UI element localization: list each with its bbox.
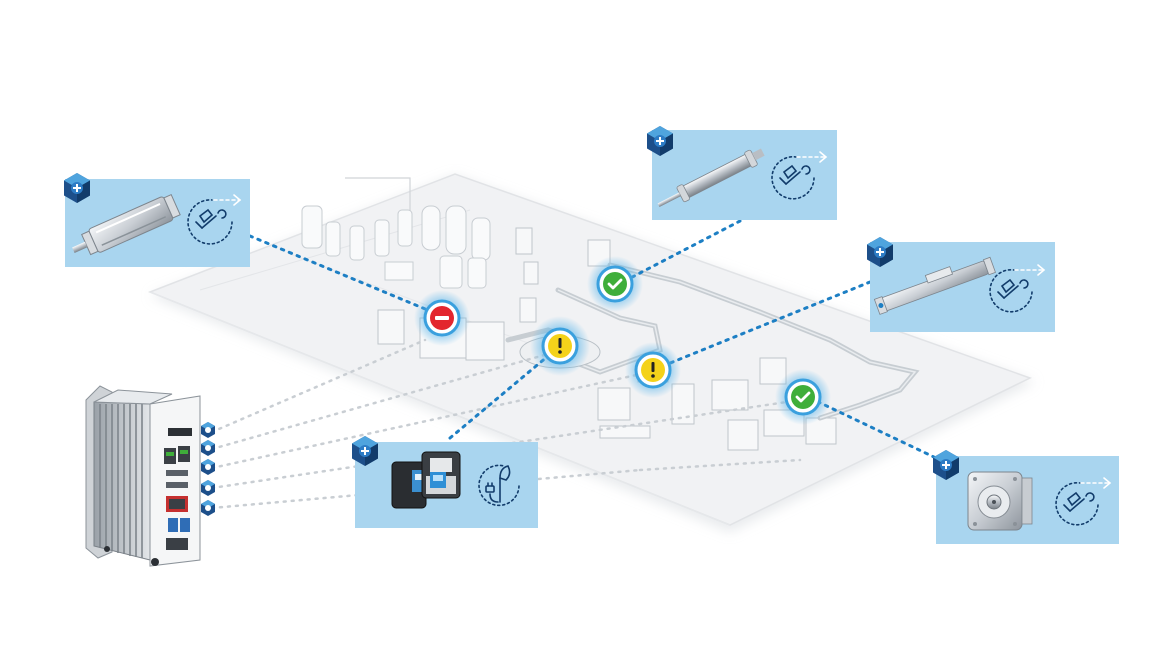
flow-sensor-image <box>391 451 461 509</box>
check-icon <box>607 278 623 290</box>
check-icon <box>795 391 811 403</box>
status-error-marker[interactable] <box>414 290 470 346</box>
round-cylinder-card[interactable] <box>652 130 837 220</box>
edge-controller[interactable] <box>85 385 201 567</box>
plus-hexagon-icon <box>647 126 673 156</box>
linear-axis-image <box>873 256 996 315</box>
energy-efficiency-icon <box>478 464 520 507</box>
plus-hexagon-icon <box>201 500 215 516</box>
plus-hexagon-icon <box>201 440 215 456</box>
maintenance-wrench-icon <box>771 151 828 200</box>
status-warning-marker-1[interactable] <box>530 316 590 376</box>
compact-cylinder-image <box>967 471 1033 531</box>
device-port-badges <box>201 422 215 516</box>
plus-hexagon-icon <box>64 173 90 203</box>
exclamation-icon <box>558 338 562 348</box>
round-cylinder-image <box>657 148 765 208</box>
status-ok-marker-2[interactable] <box>775 369 831 425</box>
plus-hexagon-icon <box>867 237 893 267</box>
status-ok-marker-1[interactable] <box>587 256 643 312</box>
maintenance-wrench-icon <box>989 264 1046 313</box>
plus-hexagon-icon <box>933 450 959 480</box>
plus-hexagon-icon <box>352 436 378 466</box>
compact-cylinder-card[interactable] <box>936 456 1119 544</box>
flow-sensor-card[interactable] <box>355 442 538 528</box>
exclamation-icon <box>651 362 655 372</box>
profile-cylinder-card[interactable] <box>65 179 250 267</box>
maintenance-wrench-icon <box>1055 477 1112 526</box>
profile-cylinder-image <box>72 193 181 256</box>
plus-hexagon-badges <box>64 126 959 480</box>
maintenance-wrench-icon <box>187 194 242 245</box>
storage-tanks <box>301 205 491 289</box>
status-warning-marker-2[interactable] <box>625 342 681 398</box>
linear-axis-card[interactable] <box>870 242 1055 332</box>
plus-hexagon-icon <box>201 480 215 496</box>
minus-icon <box>435 316 449 320</box>
plus-hexagon-icon <box>201 459 215 475</box>
plus-hexagon-icon <box>201 422 215 438</box>
